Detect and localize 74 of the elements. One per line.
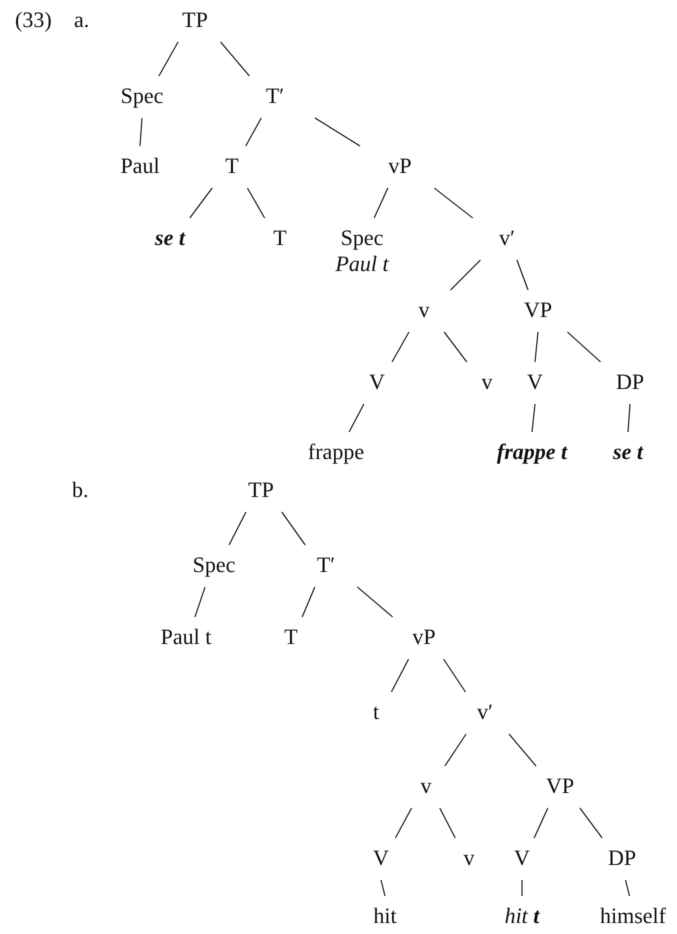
tree-branch	[158, 42, 179, 76]
tree-branch	[314, 118, 360, 146]
tree-label: DP	[608, 845, 636, 871]
tree-label: vP	[388, 153, 412, 179]
tree-branch	[624, 880, 630, 896]
tree-label: himself	[600, 903, 666, 929]
tree-branch	[521, 880, 523, 896]
tree-branch	[246, 188, 266, 218]
tree-label: T′	[316, 552, 336, 578]
tree-label: v′	[477, 699, 493, 725]
tree-branch	[281, 512, 306, 546]
tree-label: V	[527, 369, 543, 395]
tree-branch	[392, 332, 410, 362]
tree-label: TP	[248, 477, 274, 503]
tree-branch	[627, 404, 631, 432]
tree-branch	[434, 188, 474, 218]
tree-label: TP	[182, 7, 208, 33]
tree-label: t	[372, 699, 380, 725]
tree-branch	[220, 42, 250, 76]
tree-branch	[189, 188, 213, 218]
tree-branch	[139, 118, 143, 146]
tree-label: hit	[373, 903, 397, 929]
tree-label: hit t	[504, 903, 540, 929]
tree-label: v	[420, 773, 432, 799]
tree-branch	[302, 586, 316, 618]
tree-label: V	[373, 845, 389, 871]
tree-branch	[579, 808, 603, 838]
tree-label: DP	[616, 369, 644, 395]
tree-branch	[380, 880, 386, 896]
tree-branch	[508, 734, 536, 766]
tree-branch	[228, 512, 246, 546]
tree-branch	[194, 586, 206, 618]
tree-branch	[450, 260, 481, 290]
tree-branch	[374, 188, 388, 218]
tree-branch	[245, 118, 262, 146]
tree-branch	[444, 332, 468, 362]
example-label: (33)	[15, 7, 52, 33]
tree-label: VP	[524, 297, 552, 323]
tree-label: se t	[155, 225, 185, 251]
tree-sublabel: Paul t	[335, 251, 389, 277]
tree-branch	[531, 404, 536, 432]
tree-label: V	[369, 369, 385, 395]
tree-label: frappe	[308, 439, 364, 465]
tree-label: Paul t	[160, 624, 212, 650]
tree-branch	[516, 260, 529, 290]
tree-label: T	[284, 624, 298, 650]
tree-label: T′	[266, 83, 284, 109]
example-label: a.	[74, 7, 90, 33]
tree-branch	[567, 332, 601, 362]
tree-branch	[534, 808, 548, 838]
tree-branch	[394, 808, 412, 838]
tree-branch	[443, 658, 466, 692]
tree-label: v	[482, 369, 492, 395]
tree-label: vP	[412, 624, 436, 650]
tree-label: se t	[613, 439, 643, 465]
tree-label: frappe t	[496, 439, 568, 465]
tree-label: Spec	[192, 552, 236, 578]
tree-branch	[444, 734, 467, 766]
tree-label: v′	[499, 225, 515, 251]
tree-label: T	[225, 153, 239, 179]
tree-branch	[390, 658, 410, 692]
tree-label: v	[464, 845, 474, 871]
tree-branch	[348, 404, 364, 432]
tree-branch	[357, 586, 393, 618]
tree-branch	[534, 332, 539, 362]
tree-label: Paul	[120, 153, 160, 179]
tree-label: v	[418, 297, 430, 323]
tree-label: VP	[546, 773, 574, 799]
tree-label: T	[273, 225, 287, 251]
example-label: b.	[72, 477, 88, 503]
tree-label: Spec	[120, 83, 164, 109]
tree-label: Spec	[340, 225, 384, 251]
tree-branch	[439, 808, 456, 838]
tree-label: V	[514, 845, 530, 871]
